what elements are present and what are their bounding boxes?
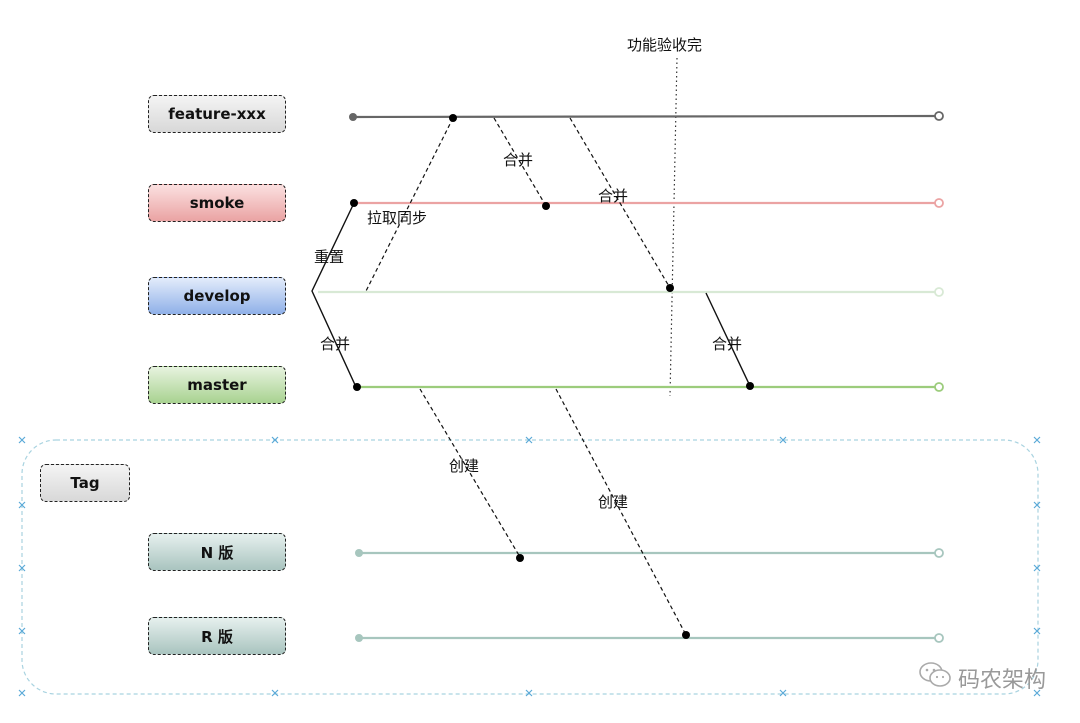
reset-connector xyxy=(311,202,357,388)
create-r-connector xyxy=(555,388,687,636)
tag-group-label: Tag xyxy=(40,464,130,502)
feature-to-smoke-merge xyxy=(493,117,547,207)
feature-branch-label: feature-xxx xyxy=(148,95,286,133)
feature-commit-dot xyxy=(449,114,457,122)
feature-start-dot xyxy=(349,113,357,121)
n-end xyxy=(934,548,944,558)
create-r-note: 创建 xyxy=(598,493,629,511)
develop-branch-label: develop xyxy=(148,277,286,315)
smoke-branch-label: smoke xyxy=(148,184,286,222)
feature-end xyxy=(934,111,944,121)
feature-to-develop-merge xyxy=(569,117,671,289)
watermark: 码农架构 xyxy=(918,661,1046,695)
r-end xyxy=(934,633,944,643)
acceptance-done-note: 功能验收完 xyxy=(627,36,703,54)
create-n-connector xyxy=(419,388,521,558)
pull-sync-note: 拉取同步 xyxy=(367,209,428,227)
r-version-label: R 版 xyxy=(148,617,286,655)
pull-sync-connector xyxy=(364,117,454,294)
master-merge-dot-right xyxy=(746,382,754,390)
acceptance-marker-line xyxy=(669,57,678,397)
n-create-dot xyxy=(516,554,524,562)
smoke-merge-dot xyxy=(542,202,550,210)
n-version-label: N 版 xyxy=(148,533,286,571)
merge-feature-smoke-note: 合并 xyxy=(503,151,534,169)
r-create-dot xyxy=(682,631,690,639)
smoke-end xyxy=(934,198,944,208)
watermark-text: 码农架构 xyxy=(957,668,1046,693)
develop-to-master-merge xyxy=(705,292,751,387)
smoke-branch-text: smoke xyxy=(189,194,245,212)
develop-end xyxy=(934,287,944,297)
merge-develop-master-note: 合并 xyxy=(712,335,743,353)
merge-to-master-note: 合并 xyxy=(320,335,351,353)
master-merge-dot-left xyxy=(353,383,361,391)
smoke-reset-dot xyxy=(350,199,358,207)
r-start-dot xyxy=(355,634,363,642)
master-branch-text: master xyxy=(187,376,247,394)
merge-feature-develop-note: 合并 xyxy=(598,187,629,205)
develop-merge-dot xyxy=(666,284,674,292)
tag-group-text: Tag xyxy=(70,474,100,492)
n-start-dot xyxy=(355,549,363,557)
create-n-note: 创建 xyxy=(449,457,480,475)
reset-note: 重置 xyxy=(314,248,345,266)
master-branch-label: master xyxy=(148,366,286,404)
n-version-text: N 版 xyxy=(200,543,234,562)
tag-group-handles xyxy=(18,436,1041,697)
r-version-text: R 版 xyxy=(201,627,233,646)
develop-branch-text: develop xyxy=(183,287,251,305)
feature-branch-text: feature-xxx xyxy=(168,105,266,123)
master-end xyxy=(934,382,944,392)
wechat-icon xyxy=(918,661,952,695)
feature-branch-line xyxy=(352,114,940,119)
